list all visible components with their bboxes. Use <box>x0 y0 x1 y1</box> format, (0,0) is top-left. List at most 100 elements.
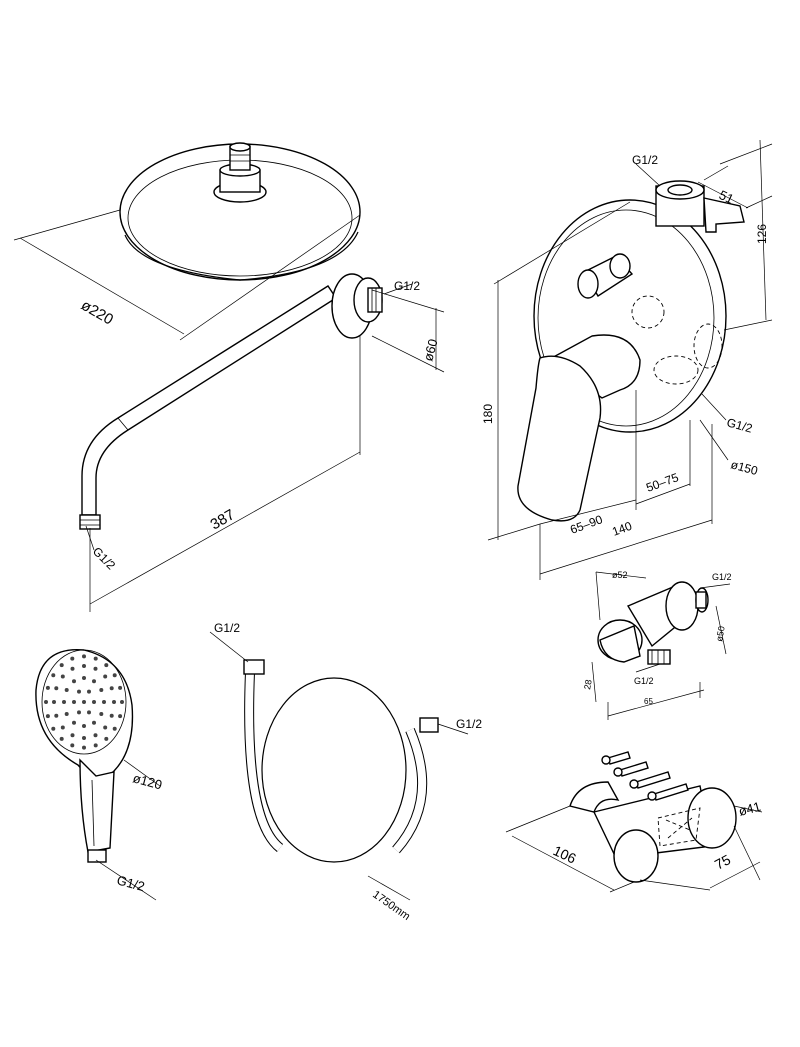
outlet-dim-28-label: 28 <box>582 679 594 691</box>
spray-nozzle <box>62 700 66 704</box>
spray-nozzle <box>109 713 114 718</box>
hose-length-label: 1750mm <box>370 889 412 923</box>
mixer-depth-50-75-label: 50–75 <box>644 470 680 495</box>
spray-nozzle <box>104 663 109 668</box>
spray-nozzle <box>54 686 59 691</box>
spray-nozzle <box>77 689 81 694</box>
arm-length-label: 387 <box>208 506 238 533</box>
outlet-thread-bottom-label: G1/2 <box>634 676 654 686</box>
hand-shower <box>35 649 134 863</box>
spray-nozzle <box>103 674 108 679</box>
mixer <box>517 180 745 522</box>
spray-nozzle <box>51 726 56 731</box>
spray-nozzle <box>93 733 98 738</box>
spray-nozzle <box>60 725 65 730</box>
spray-nozzle <box>120 700 124 704</box>
spray-nozzle <box>93 743 98 748</box>
outlet-dim-52-label: ø52 <box>612 570 628 580</box>
holder-length-106-label: 106 <box>551 842 579 866</box>
spray-nozzle <box>112 700 116 704</box>
spray-nozzle <box>70 733 75 738</box>
holder-width-75-label: 75 <box>712 851 733 873</box>
hose-thread-right-label: G1/2 <box>456 717 482 731</box>
outlet-thread-out-label: G1/2 <box>712 572 732 582</box>
spray-nozzle <box>82 654 86 659</box>
spray-nozzle <box>87 689 91 694</box>
hand-shower-dimensions: ø120 G1/2 <box>95 759 164 901</box>
outlet-dimensions: ø52 G1/2 ø50 28 G1/2 65 <box>582 570 732 720</box>
hand-shower-thread-label: G1/2 <box>115 872 146 894</box>
mixer-thread-top-label: G1/2 <box>632 153 658 167</box>
spray-nozzle <box>51 673 56 678</box>
spray-nozzle <box>70 743 75 748</box>
spray-nozzle <box>93 666 98 671</box>
shower-arm <box>79 273 383 530</box>
mixer-height-180-label: 180 <box>481 404 495 424</box>
spray-nozzle <box>72 700 76 704</box>
mixer-lever <box>517 334 641 522</box>
hose-thread-top-label: G1/2 <box>214 621 240 635</box>
spray-nozzle <box>82 700 86 704</box>
mixer-plate-diameter-label: ø150 <box>729 457 759 478</box>
spray-nozzle <box>64 712 69 716</box>
spray-nozzle <box>99 688 104 692</box>
spray-nozzle <box>82 664 86 668</box>
spray-nozzle <box>82 736 86 740</box>
spray-nozzle <box>70 666 75 671</box>
wall-outlet <box>597 581 709 665</box>
spray-nozzle <box>70 656 75 661</box>
spray-nozzle <box>99 712 104 716</box>
spray-nozzle <box>45 714 50 719</box>
spray-nozzle <box>72 720 76 725</box>
spray-nozzle <box>92 700 96 704</box>
spray-nozzle <box>72 679 76 684</box>
spray-nozzle <box>45 685 50 690</box>
spray-nozzle <box>87 710 91 715</box>
spray-nozzle <box>118 714 123 719</box>
spray-nozzle <box>82 745 86 750</box>
spray-nozzle <box>52 700 56 704</box>
spray-nozzle <box>92 720 96 725</box>
arm-thread-outlet-label: G1/2 <box>90 544 119 573</box>
spray-nozzle <box>59 736 64 741</box>
holder-diameter-label: ø41 <box>737 799 763 819</box>
shower-head-connector <box>213 142 267 203</box>
spray-nozzle <box>92 679 96 684</box>
holder <box>569 751 737 883</box>
spray-nozzle <box>54 713 59 718</box>
mixer-width-51-label: 51 <box>717 187 736 207</box>
arm-thread-wall-label: G1/2 <box>394 279 420 293</box>
spray-nozzle <box>102 700 106 704</box>
spray-nozzle <box>64 688 69 692</box>
spray-nozzle <box>103 725 108 730</box>
arm-diameter-label: ø60 <box>420 337 440 363</box>
spray-nozzle <box>118 685 123 690</box>
spray-nozzle <box>82 676 86 680</box>
mixer-height-126-label: 126 <box>755 224 769 244</box>
spray-nozzle <box>112 726 117 731</box>
mixer-depth-140-label: 140 <box>610 519 634 539</box>
spray-nozzle <box>60 674 65 679</box>
spray-nozzles <box>44 654 124 750</box>
spray-nozzle <box>112 673 117 678</box>
spray-nozzle <box>44 700 48 704</box>
spray-nozzle <box>104 736 109 741</box>
hand-shower-diameter-label: ø120 <box>131 770 164 792</box>
mixer-top-bracket <box>655 180 745 233</box>
outlet-dim-65-label: 65 <box>644 697 653 706</box>
spray-nozzle <box>109 686 114 691</box>
spray-nozzle <box>93 656 98 661</box>
diverter-knob <box>577 253 634 299</box>
mounting-screws <box>601 751 689 801</box>
head-diameter-label: ø220 <box>78 297 116 329</box>
mixer-dimensions: G1/2 51 126 180 G1/2 ø150 50–75 65–90 14… <box>481 139 773 580</box>
arm-dimensions: G1/2 ø60 387 G1/2 <box>85 279 445 612</box>
outlet-dim-50-label: ø50 <box>714 625 727 642</box>
spray-nozzle <box>77 710 81 715</box>
spray-nozzle <box>59 663 64 668</box>
hose <box>242 658 439 882</box>
mixer-thread-outlet-label: G1/2 <box>725 415 754 435</box>
shower-head <box>119 142 361 281</box>
spray-nozzle <box>82 724 86 728</box>
